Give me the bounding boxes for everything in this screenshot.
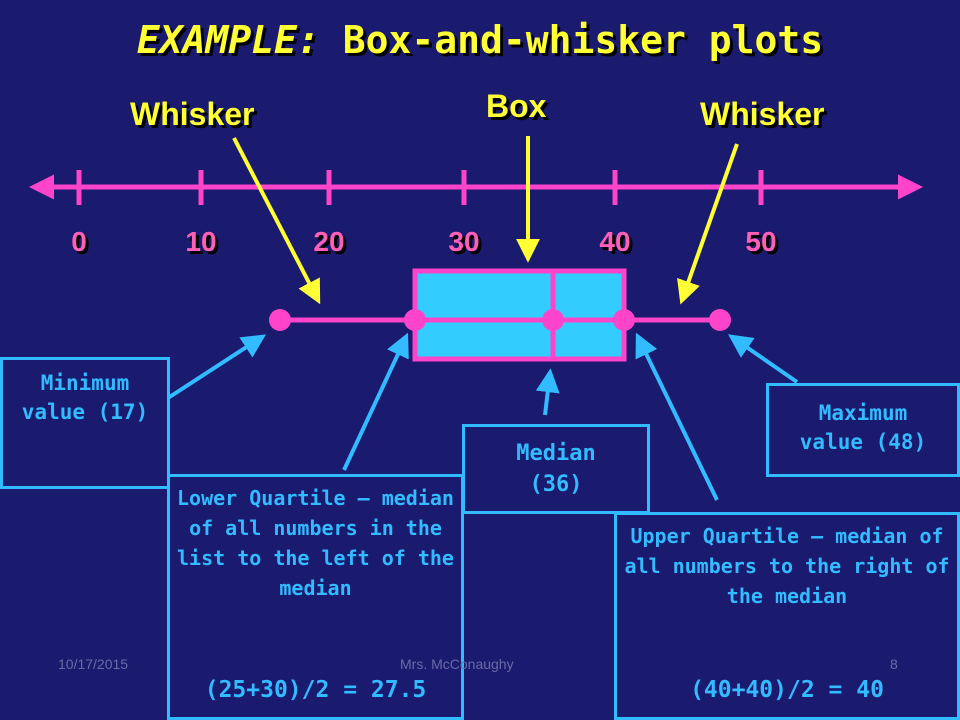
upper-quartile-calc: (40+40)/2 = 40 — [690, 677, 884, 703]
title-prefix: EXAMPLE: — [136, 18, 320, 62]
footer-author: Mrs. McConaughy — [400, 656, 514, 672]
minimum-point — [269, 309, 291, 331]
axis-tick-label: 50 — [745, 226, 777, 257]
upper-quartile-point — [613, 309, 635, 331]
whisker-right-arrow — [677, 143, 739, 305]
footer-date: 10/17/2015 — [58, 656, 129, 672]
upper-quartile-text: Upper Quartile – median of all numbers t… — [624, 524, 950, 608]
maximum-arrow — [728, 334, 799, 384]
lower-quartile-arrow — [342, 332, 409, 471]
upper-quartile-callout: Upper Quartile – median of all numbers t… — [614, 512, 960, 720]
axis-tick-label: 10 — [185, 226, 217, 257]
median-callout: Median (36) — [462, 424, 650, 514]
footer-page: 8 — [890, 656, 898, 672]
axis-tick-label: 30 — [448, 226, 480, 257]
lower-quartile-point — [404, 309, 426, 331]
whisker-left-label: Whisker — [130, 96, 255, 132]
box-label: Box — [486, 88, 547, 124]
lower-quartile-calc: (25+30)/2 = 27.5 — [204, 677, 427, 703]
axis-tick-label: 20 — [313, 226, 345, 257]
maximum-callout: Maximum value (48) — [766, 383, 960, 477]
whisker-right-label: Whisker — [700, 96, 825, 132]
median-point — [542, 309, 564, 331]
minimum-arrow — [166, 334, 267, 400]
median-arrow — [535, 368, 560, 416]
slide-title: EXAMPLE: Box-and-whisker plots — [0, 18, 960, 62]
maximum-point — [709, 309, 731, 331]
minimum-callout: Minimum value (17) — [0, 357, 170, 489]
axis-tick-label: 40 — [599, 226, 631, 257]
whisker-left-arrow — [232, 137, 321, 305]
axis-ticks — [76, 170, 764, 205]
title-text: Box-and-whisker plots — [342, 18, 824, 62]
lower-quartile-callout: Lower Quartile – median of all numbers i… — [167, 474, 464, 720]
box — [412, 268, 627, 362]
axis-tick-label: 0 — [71, 226, 87, 257]
upper-quartile-arrow — [635, 332, 719, 501]
lower-quartile-text: Lower Quartile – median of all numbers i… — [177, 486, 454, 600]
